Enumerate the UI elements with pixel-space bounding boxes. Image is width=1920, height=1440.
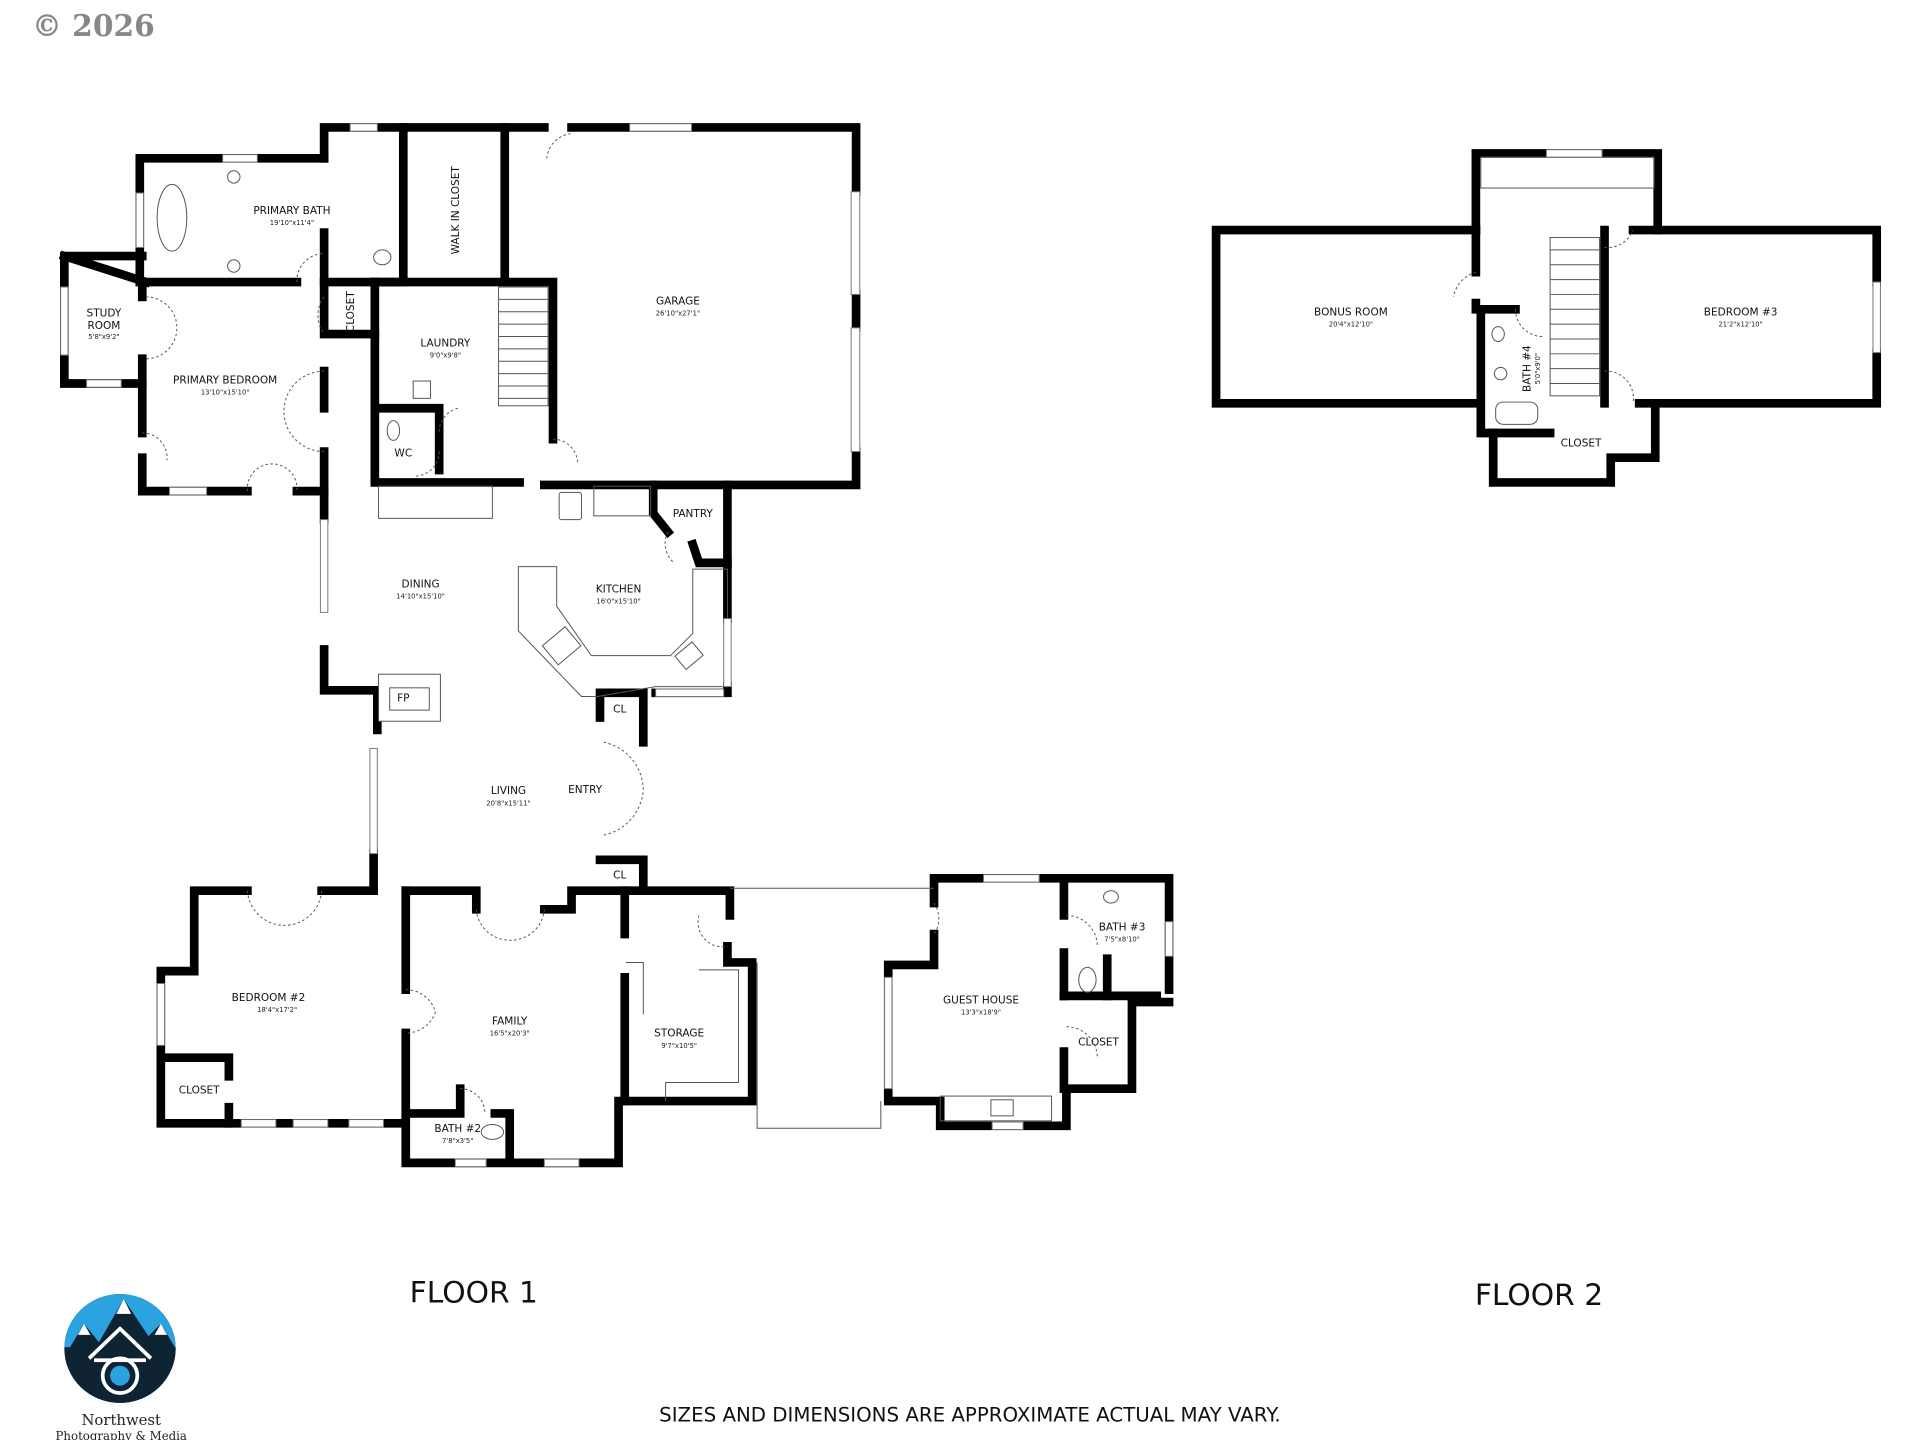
stairs-icon: [498, 286, 549, 407]
room-label: ROOM: [87, 320, 120, 332]
toilet-icon: [1493, 366, 1508, 381]
copyright-watermark: © 2026: [32, 9, 155, 44]
room-dims: 19'10"x11'4": [270, 219, 314, 227]
room-label: WC: [394, 447, 412, 459]
floor1-title: FLOOR 1: [410, 1276, 538, 1311]
room-label: STUDY: [87, 308, 122, 320]
room-dims: 13'10"x15'10": [201, 389, 250, 397]
room-label: CL: [613, 704, 626, 716]
room-label: LAUNDRY: [420, 337, 471, 349]
room-label: DINING: [402, 579, 440, 591]
room-label: BEDROOM #2: [232, 992, 306, 1004]
logo-line1: Northwest: [81, 1412, 161, 1429]
toilet-icon: [1078, 966, 1097, 993]
floor1-walls: [58, 123, 1174, 1168]
room-label: BATH #3: [1099, 921, 1146, 933]
kitchen-sink-icon: [674, 641, 704, 671]
room-label: CLOSET: [345, 291, 357, 332]
room-dims: 9'7"x10'5": [661, 1042, 697, 1050]
disclaimer: SIZES AND DIMENSIONS ARE APPROXIMATE ACT…: [659, 1403, 1280, 1426]
floor1-fixtures: [60, 123, 1174, 1168]
room-label: FAMILY: [492, 1015, 528, 1027]
room-label: GARAGE: [656, 295, 700, 307]
room-label: BEDROOM #3: [1704, 306, 1778, 318]
toilet-icon: [386, 420, 401, 441]
room-label: PRIMARY BEDROOM: [173, 375, 277, 387]
bathtub-icon: [1495, 401, 1539, 425]
room-dims: 18'4"x17'2": [257, 1006, 297, 1014]
room-label: ENTRY: [568, 784, 603, 796]
room-dims: 5'0"x9'0": [1534, 353, 1542, 384]
room-label: PRIMARY BATH: [253, 205, 330, 217]
room-label: FP: [397, 692, 409, 704]
laundry-sink-icon: [412, 380, 432, 399]
room-label: STORAGE: [654, 1028, 704, 1040]
floor1-labels: PRIMARY BATH 19'10"x11'4" WALK IN CLOSET…: [87, 166, 1146, 1145]
sink-icon: [1491, 326, 1505, 342]
room-dims: 26'10"x27'1": [656, 309, 700, 317]
room-dims: 21'2"x12'10": [1718, 321, 1762, 329]
room-dims: 20'4"x12'10": [1329, 321, 1373, 329]
room-label: CLOSET: [1561, 438, 1602, 450]
floor2-title: FLOOR 2: [1475, 1278, 1603, 1313]
room-dims: 7'5"x8'10": [1104, 935, 1140, 943]
room-dims: 16'5"x20'3": [490, 1029, 530, 1037]
sink-icon: [227, 259, 241, 273]
room-label: GUEST HOUSE: [943, 994, 1019, 1006]
floor2-walls: [1211, 149, 1882, 487]
toilet-icon: [373, 249, 392, 266]
sink-icon: [1103, 890, 1119, 904]
room-label: BATH #2: [434, 1123, 481, 1135]
room-dims: 14'10"x15'10": [396, 593, 445, 601]
bathtub-icon: [156, 183, 188, 252]
floor2-labels: BONUS ROOM 20'4"x12'10" BEDROOM #3 21'2"…: [1314, 306, 1777, 449]
room-dims: 16'0"x15'10": [596, 598, 640, 606]
room-label: BATH #4: [1521, 345, 1533, 392]
sink-icon: [227, 170, 241, 184]
sink-icon: [990, 1099, 1014, 1117]
room-dims: 7'8"x3'5": [442, 1137, 473, 1145]
stove-icon: [541, 626, 582, 666]
room-label: CL: [613, 869, 626, 881]
room-label: BONUS ROOM: [1314, 306, 1388, 318]
room-label: KITCHEN: [596, 584, 642, 596]
logo-line2: Photography & Media: [56, 1429, 187, 1440]
room-label: WALK IN CLOSET: [450, 166, 462, 255]
room-label: PANTRY: [673, 508, 714, 520]
room-label: CLOSET: [1078, 1036, 1119, 1048]
company-logo: Northwest Photography & Media: [56, 1294, 187, 1440]
room-label: LIVING: [491, 785, 526, 797]
room-dims: 13'3"x18'9": [961, 1008, 1001, 1016]
room-dims: 9'0"x9'8": [430, 352, 461, 360]
stairs-icon: [1549, 237, 1601, 397]
room-dims: 5'8"x9'2": [88, 333, 119, 341]
room-dims: 20'8"x15'11": [486, 799, 530, 807]
room-label: CLOSET: [179, 1085, 220, 1097]
toilet-icon: [480, 1124, 504, 1140]
